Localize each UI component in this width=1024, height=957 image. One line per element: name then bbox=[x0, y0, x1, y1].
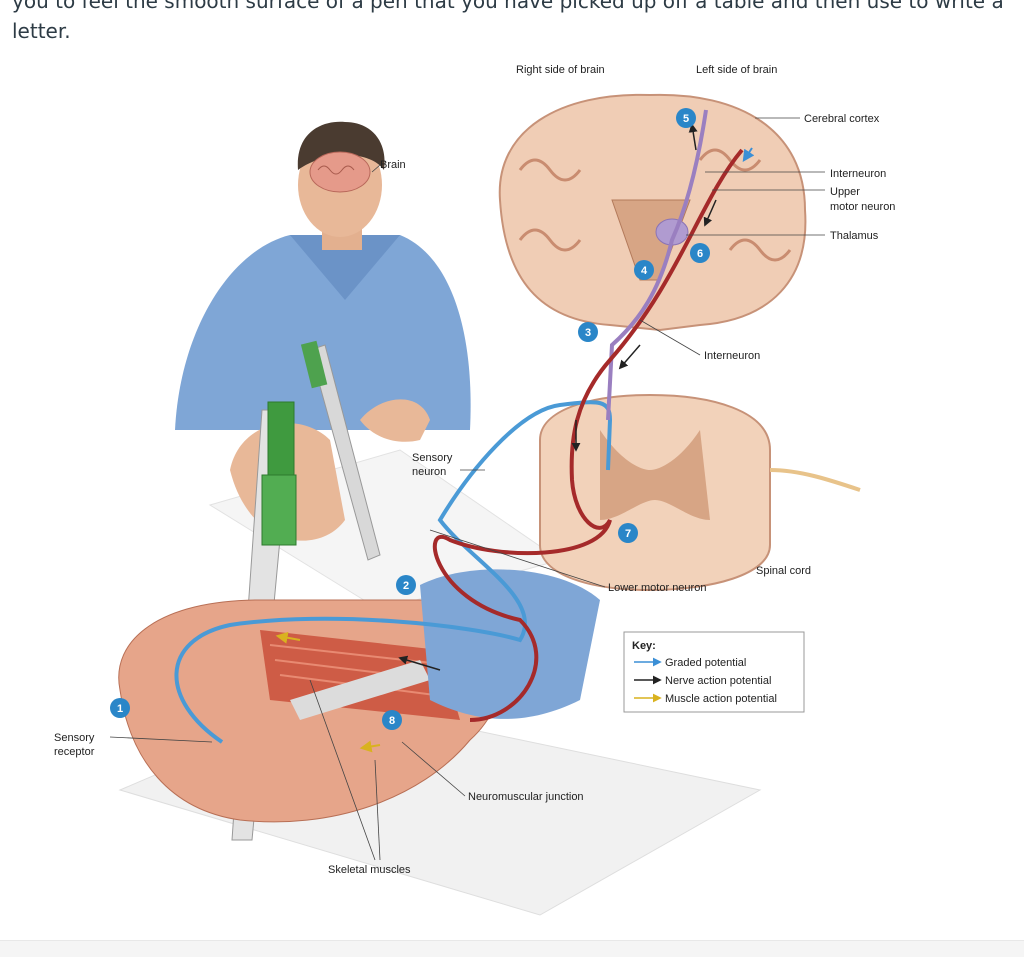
step-badge-1: 1 bbox=[110, 698, 130, 718]
step-badge-7: 7 bbox=[618, 523, 638, 543]
label-brain: Brain bbox=[380, 159, 406, 171]
svg-text:2: 2 bbox=[403, 580, 409, 592]
svg-text:6: 6 bbox=[697, 248, 703, 260]
interneuron-pathway bbox=[606, 109, 708, 421]
motor-pathway bbox=[432, 148, 744, 722]
svg-text:5: 5 bbox=[683, 113, 689, 125]
label-upper-motor-2: motor neuron bbox=[830, 201, 895, 213]
legend-item-graded: Graded potential bbox=[665, 657, 746, 669]
label-skeletal-muscles: Skeletal muscles bbox=[328, 864, 411, 876]
page-footer-bar bbox=[0, 940, 1024, 957]
sensory-pathway bbox=[174, 400, 613, 744]
step-badge-4: 4 bbox=[634, 260, 654, 280]
step-badge-5: 5 bbox=[676, 108, 696, 128]
intro-line-1: you to feel the smooth surface of a pen … bbox=[12, 0, 1004, 13]
svg-text:4: 4 bbox=[641, 265, 648, 277]
header-right-side: Right side of brain bbox=[516, 64, 605, 76]
arrow-nerve-5 bbox=[398, 655, 441, 671]
label-upper-motor-1: Upper bbox=[830, 186, 860, 198]
intro-line-2: letter. bbox=[12, 19, 71, 43]
label-sensory-neuron-1: Sensory bbox=[412, 452, 453, 464]
svg-text:1: 1 bbox=[117, 703, 123, 715]
svg-text:3: 3 bbox=[585, 327, 591, 339]
step-badge-6: 6 bbox=[690, 243, 710, 263]
header-left-side: Left side of brain bbox=[696, 64, 777, 76]
step-badge-8: 8 bbox=[382, 710, 402, 730]
label-interneuron-mid: Interneuron bbox=[704, 350, 760, 362]
arrow-muscle-1 bbox=[275, 631, 301, 644]
arrow-nerve-2 bbox=[703, 199, 717, 227]
svg-text:8: 8 bbox=[389, 715, 395, 727]
label-interneuron-top: Interneuron bbox=[830, 168, 886, 180]
step-badge-3: 3 bbox=[578, 322, 598, 342]
label-sensory-neuron-2: neuron bbox=[412, 466, 446, 478]
legend-item-nerve: Nerve action potential bbox=[665, 675, 771, 687]
spinal-cord bbox=[539, 393, 861, 592]
hand-with-muscles bbox=[118, 569, 600, 823]
arrow-muscle-2 bbox=[359, 740, 381, 753]
brain-section bbox=[498, 93, 807, 332]
label-cerebral-cortex: Cerebral cortex bbox=[804, 113, 880, 125]
arrow-nerve-1 bbox=[688, 123, 698, 151]
leader-lines bbox=[109, 117, 825, 861]
arrow-graded-1 bbox=[742, 147, 755, 162]
svg-text:7: 7 bbox=[625, 528, 631, 540]
label-thalamus: Thalamus bbox=[830, 230, 879, 242]
label-spinal-cord: Spinal cord bbox=[756, 565, 811, 577]
pen-small bbox=[300, 340, 381, 561]
legend-item-muscle: Muscle action potential bbox=[665, 693, 777, 705]
label-sensory-receptor-1: Sensory bbox=[54, 732, 95, 744]
intro-text: you to feel the smooth surface of a pen … bbox=[12, 0, 1012, 46]
step-badge-2: 2 bbox=[396, 575, 416, 595]
label-lower-motor-neuron: Lower motor neuron bbox=[608, 582, 706, 594]
legend-key: Key: Graded potential Nerve action poten… bbox=[623, 631, 805, 713]
label-sensory-receptor-2: receptor bbox=[54, 746, 95, 758]
legend-title: Key: bbox=[632, 640, 656, 652]
arrow-nerve-3 bbox=[618, 344, 641, 370]
label-neuromuscular-junction: Neuromuscular junction bbox=[468, 791, 584, 803]
